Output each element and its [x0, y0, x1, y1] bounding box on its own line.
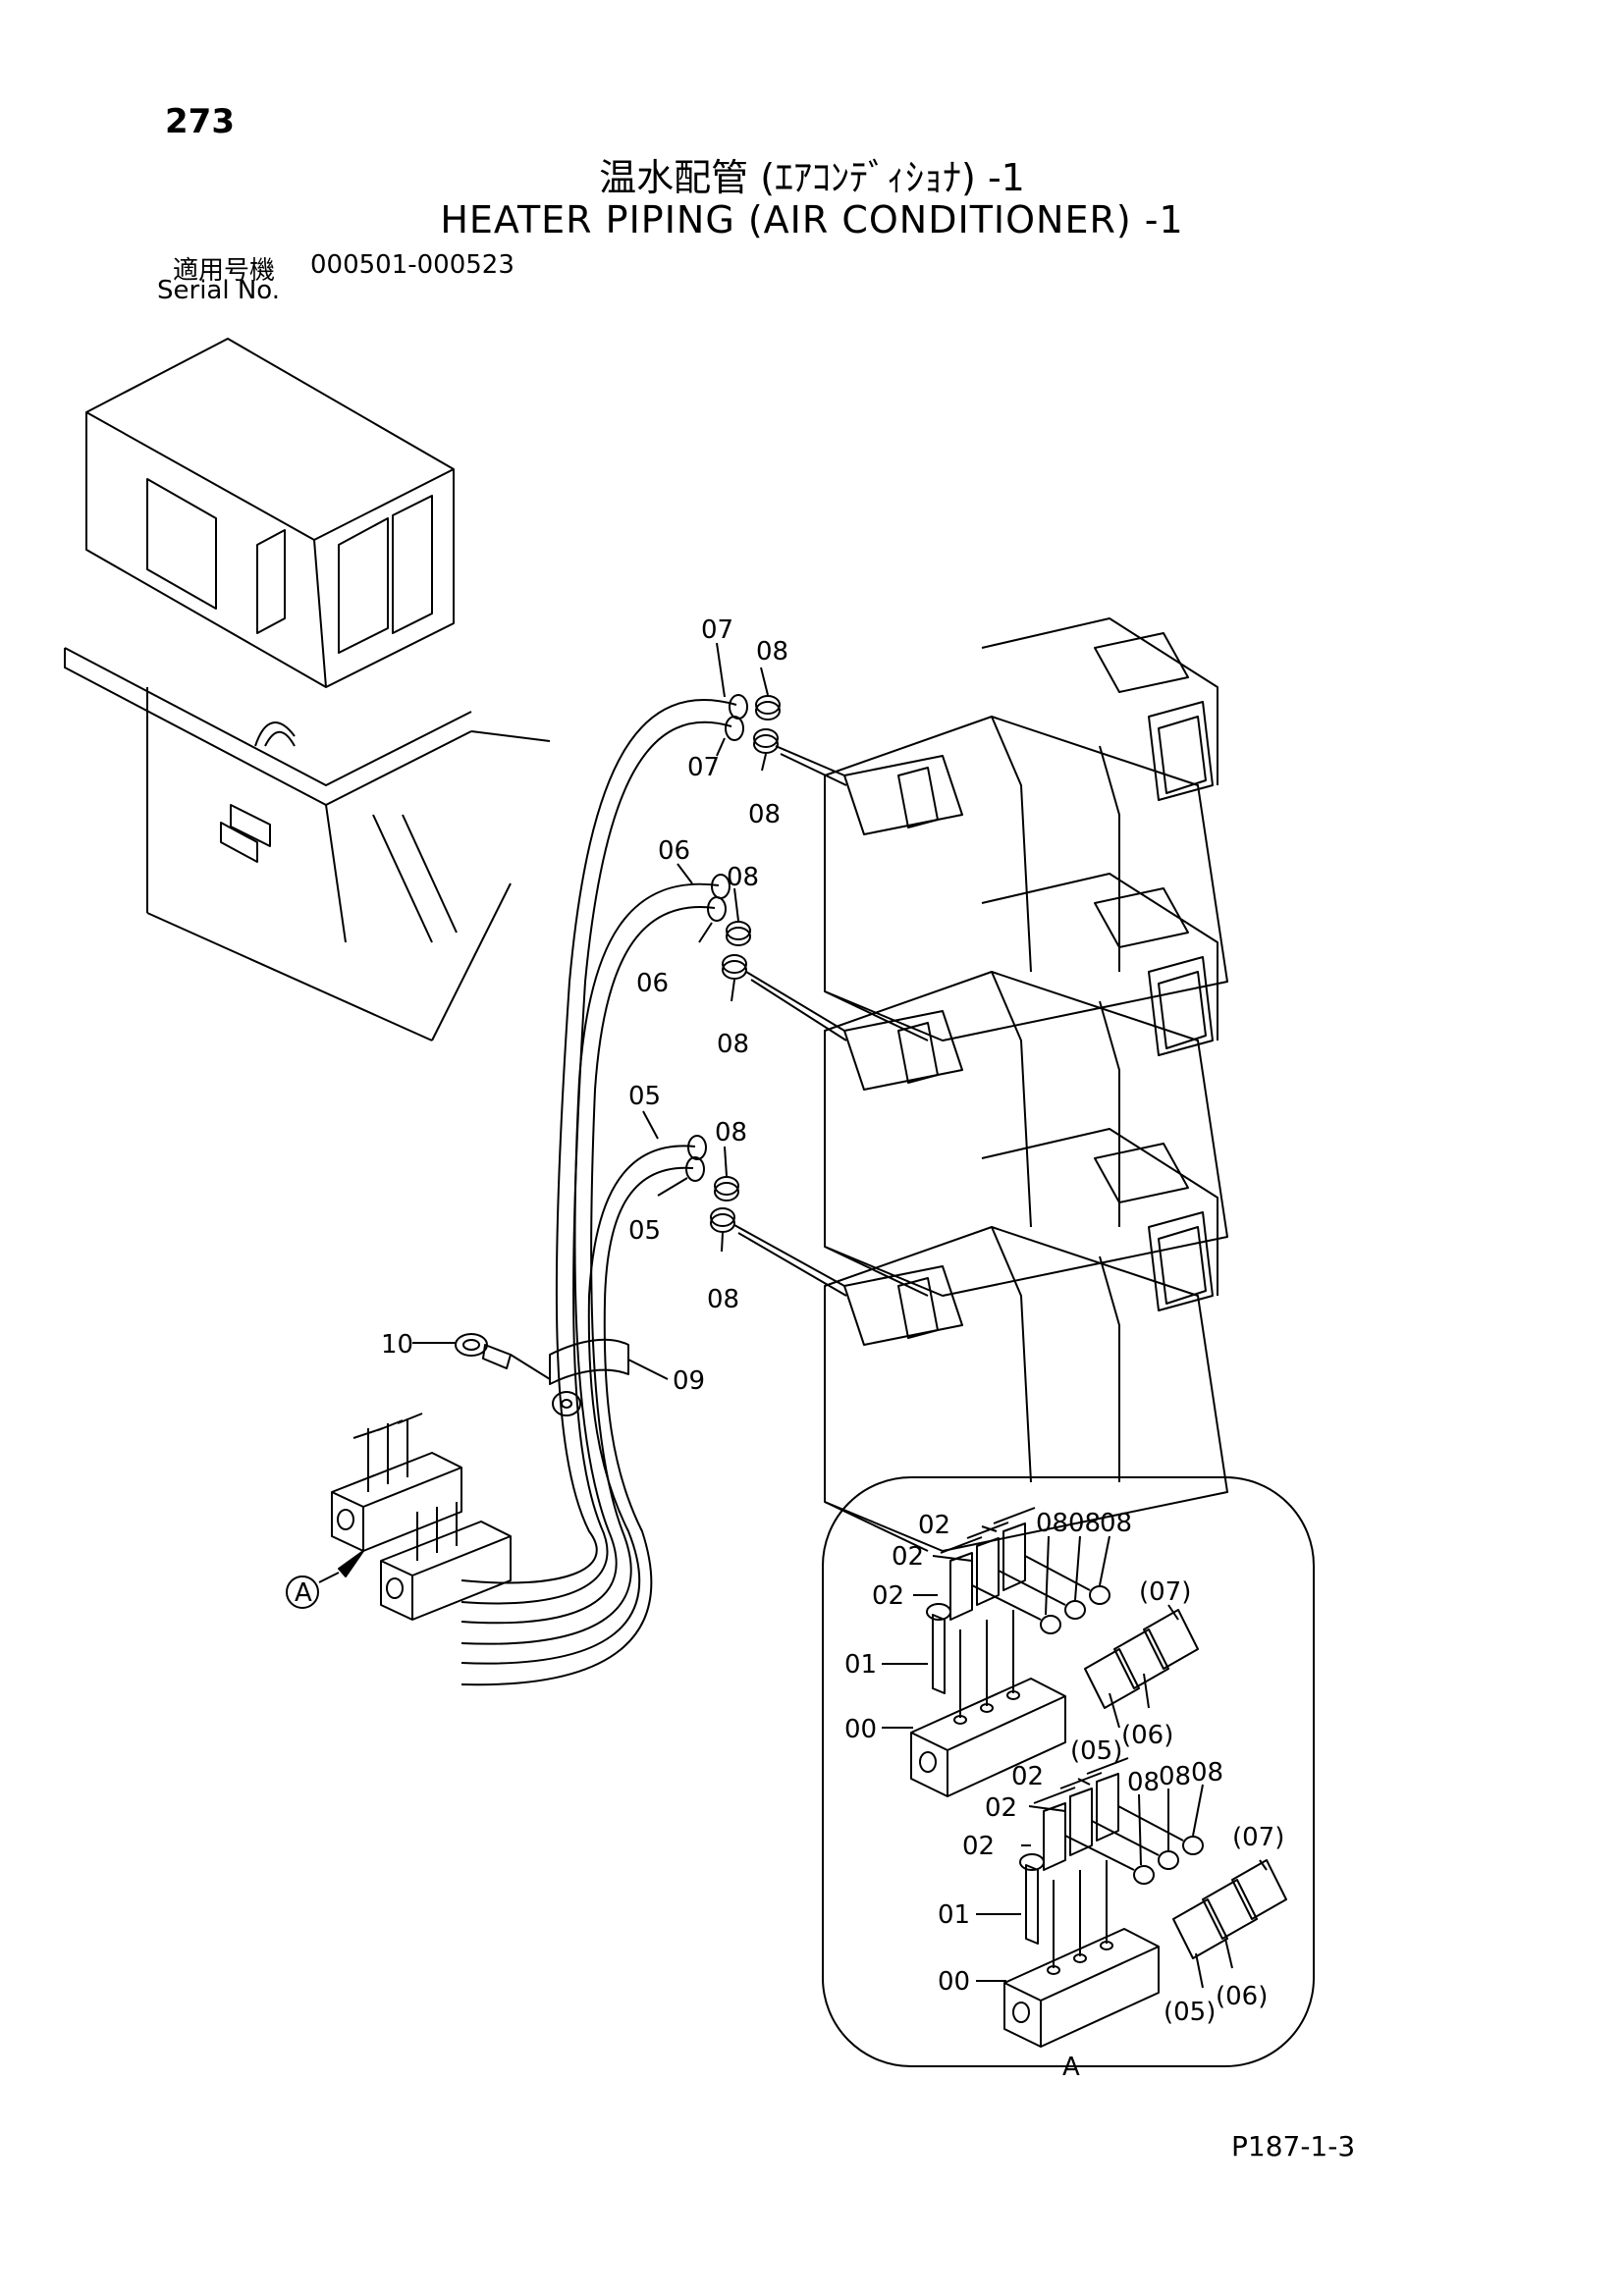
serial-label-english: Serial No.	[157, 276, 280, 305]
detail-lower-01: 01	[938, 1900, 970, 1930]
callouts: 07 07 08 08 06 06 08 08 05 05 08 08 09 1…	[295, 615, 1284, 2082]
title-english: HEATER PIPING (AIR CONDITIONER) -1	[440, 198, 1184, 241]
hose-bundle	[460, 699, 737, 1686]
callout-08-5: 08	[715, 1118, 747, 1148]
heater-unit-upper	[824, 617, 1228, 1041]
detail-upper-06: (06)	[1121, 1721, 1173, 1750]
detail-upper-02-a: 02	[918, 1511, 950, 1540]
detail-lower-07: (07)	[1232, 1823, 1284, 1852]
hose-clamps	[710, 695, 781, 1233]
detail-view-label: A	[1062, 2053, 1080, 2082]
bolt	[455, 1333, 551, 1380]
detail-lower-02-c: 02	[962, 1832, 995, 1861]
detail-upper-07: (07)	[1139, 1577, 1191, 1607]
serial-label-japanese: 適用号機	[173, 256, 276, 286]
page-number: 273	[165, 102, 235, 141]
title-japanese: 温水配管 (ｴｱｺﾝﾃﾞｨｼｮﾅ) -1	[599, 156, 1025, 199]
valve-block-upper	[331, 1413, 462, 1552]
valve-block-lower	[380, 1502, 512, 1621]
detail-lower-02-b: 02	[985, 1793, 1017, 1823]
heater-unit-middle	[824, 873, 1228, 1297]
detail-lower-00: 00	[938, 1967, 970, 1997]
detail-upper-00: 00	[844, 1715, 877, 1744]
callout-09: 09	[673, 1366, 705, 1396]
callout-06-lower: 06	[636, 969, 669, 998]
callout-05-upper: 05	[628, 1082, 661, 1111]
detail-upper-02-b: 02	[892, 1542, 924, 1572]
callout-08-2: 08	[748, 800, 781, 829]
callout-05-lower: 05	[628, 1216, 661, 1246]
detail-lower-02-a: 02	[1011, 1762, 1044, 1791]
detail-upper-02-c: 02	[872, 1581, 904, 1611]
cab-illustration	[64, 338, 551, 1041]
callout-06-upper: 06	[658, 836, 690, 866]
detail-upper-08-b: 08	[1068, 1509, 1101, 1538]
callout-08-4: 08	[717, 1030, 749, 1059]
callout-07-lower: 07	[687, 753, 720, 782]
detail-lower-08-b: 08	[1159, 1762, 1191, 1791]
detail-upper-01: 01	[844, 1650, 877, 1680]
detail-lower-05: (05)	[1164, 1998, 1216, 2027]
detail-upper-05: (05)	[1070, 1736, 1122, 1766]
callout-08-3: 08	[727, 863, 759, 892]
callout-07-upper: 07	[701, 615, 733, 645]
detail-view-frame	[822, 1476, 1315, 2067]
detail-lower-assembly	[1003, 1757, 1287, 2048]
serial-range: 000501-000523	[310, 250, 514, 280]
callout-10: 10	[381, 1330, 413, 1360]
detail-upper-assembly	[910, 1507, 1199, 1797]
heater-unit-lower	[824, 1128, 1228, 1552]
band-clamp	[549, 1338, 629, 1416]
page-reference: P187-1-3	[1231, 2130, 1356, 2163]
detail-lower-06: (06)	[1216, 1982, 1268, 2011]
callout-08-1: 08	[756, 637, 788, 667]
detail-lower-08-a: 08	[1127, 1768, 1160, 1797]
detail-upper-08-c: 08	[1100, 1509, 1132, 1538]
view-a-marker: A	[295, 1578, 312, 1608]
detail-lower-08-c: 08	[1191, 1758, 1223, 1788]
detail-upper-08-a: 08	[1036, 1509, 1068, 1538]
callout-08-6: 08	[707, 1285, 739, 1314]
